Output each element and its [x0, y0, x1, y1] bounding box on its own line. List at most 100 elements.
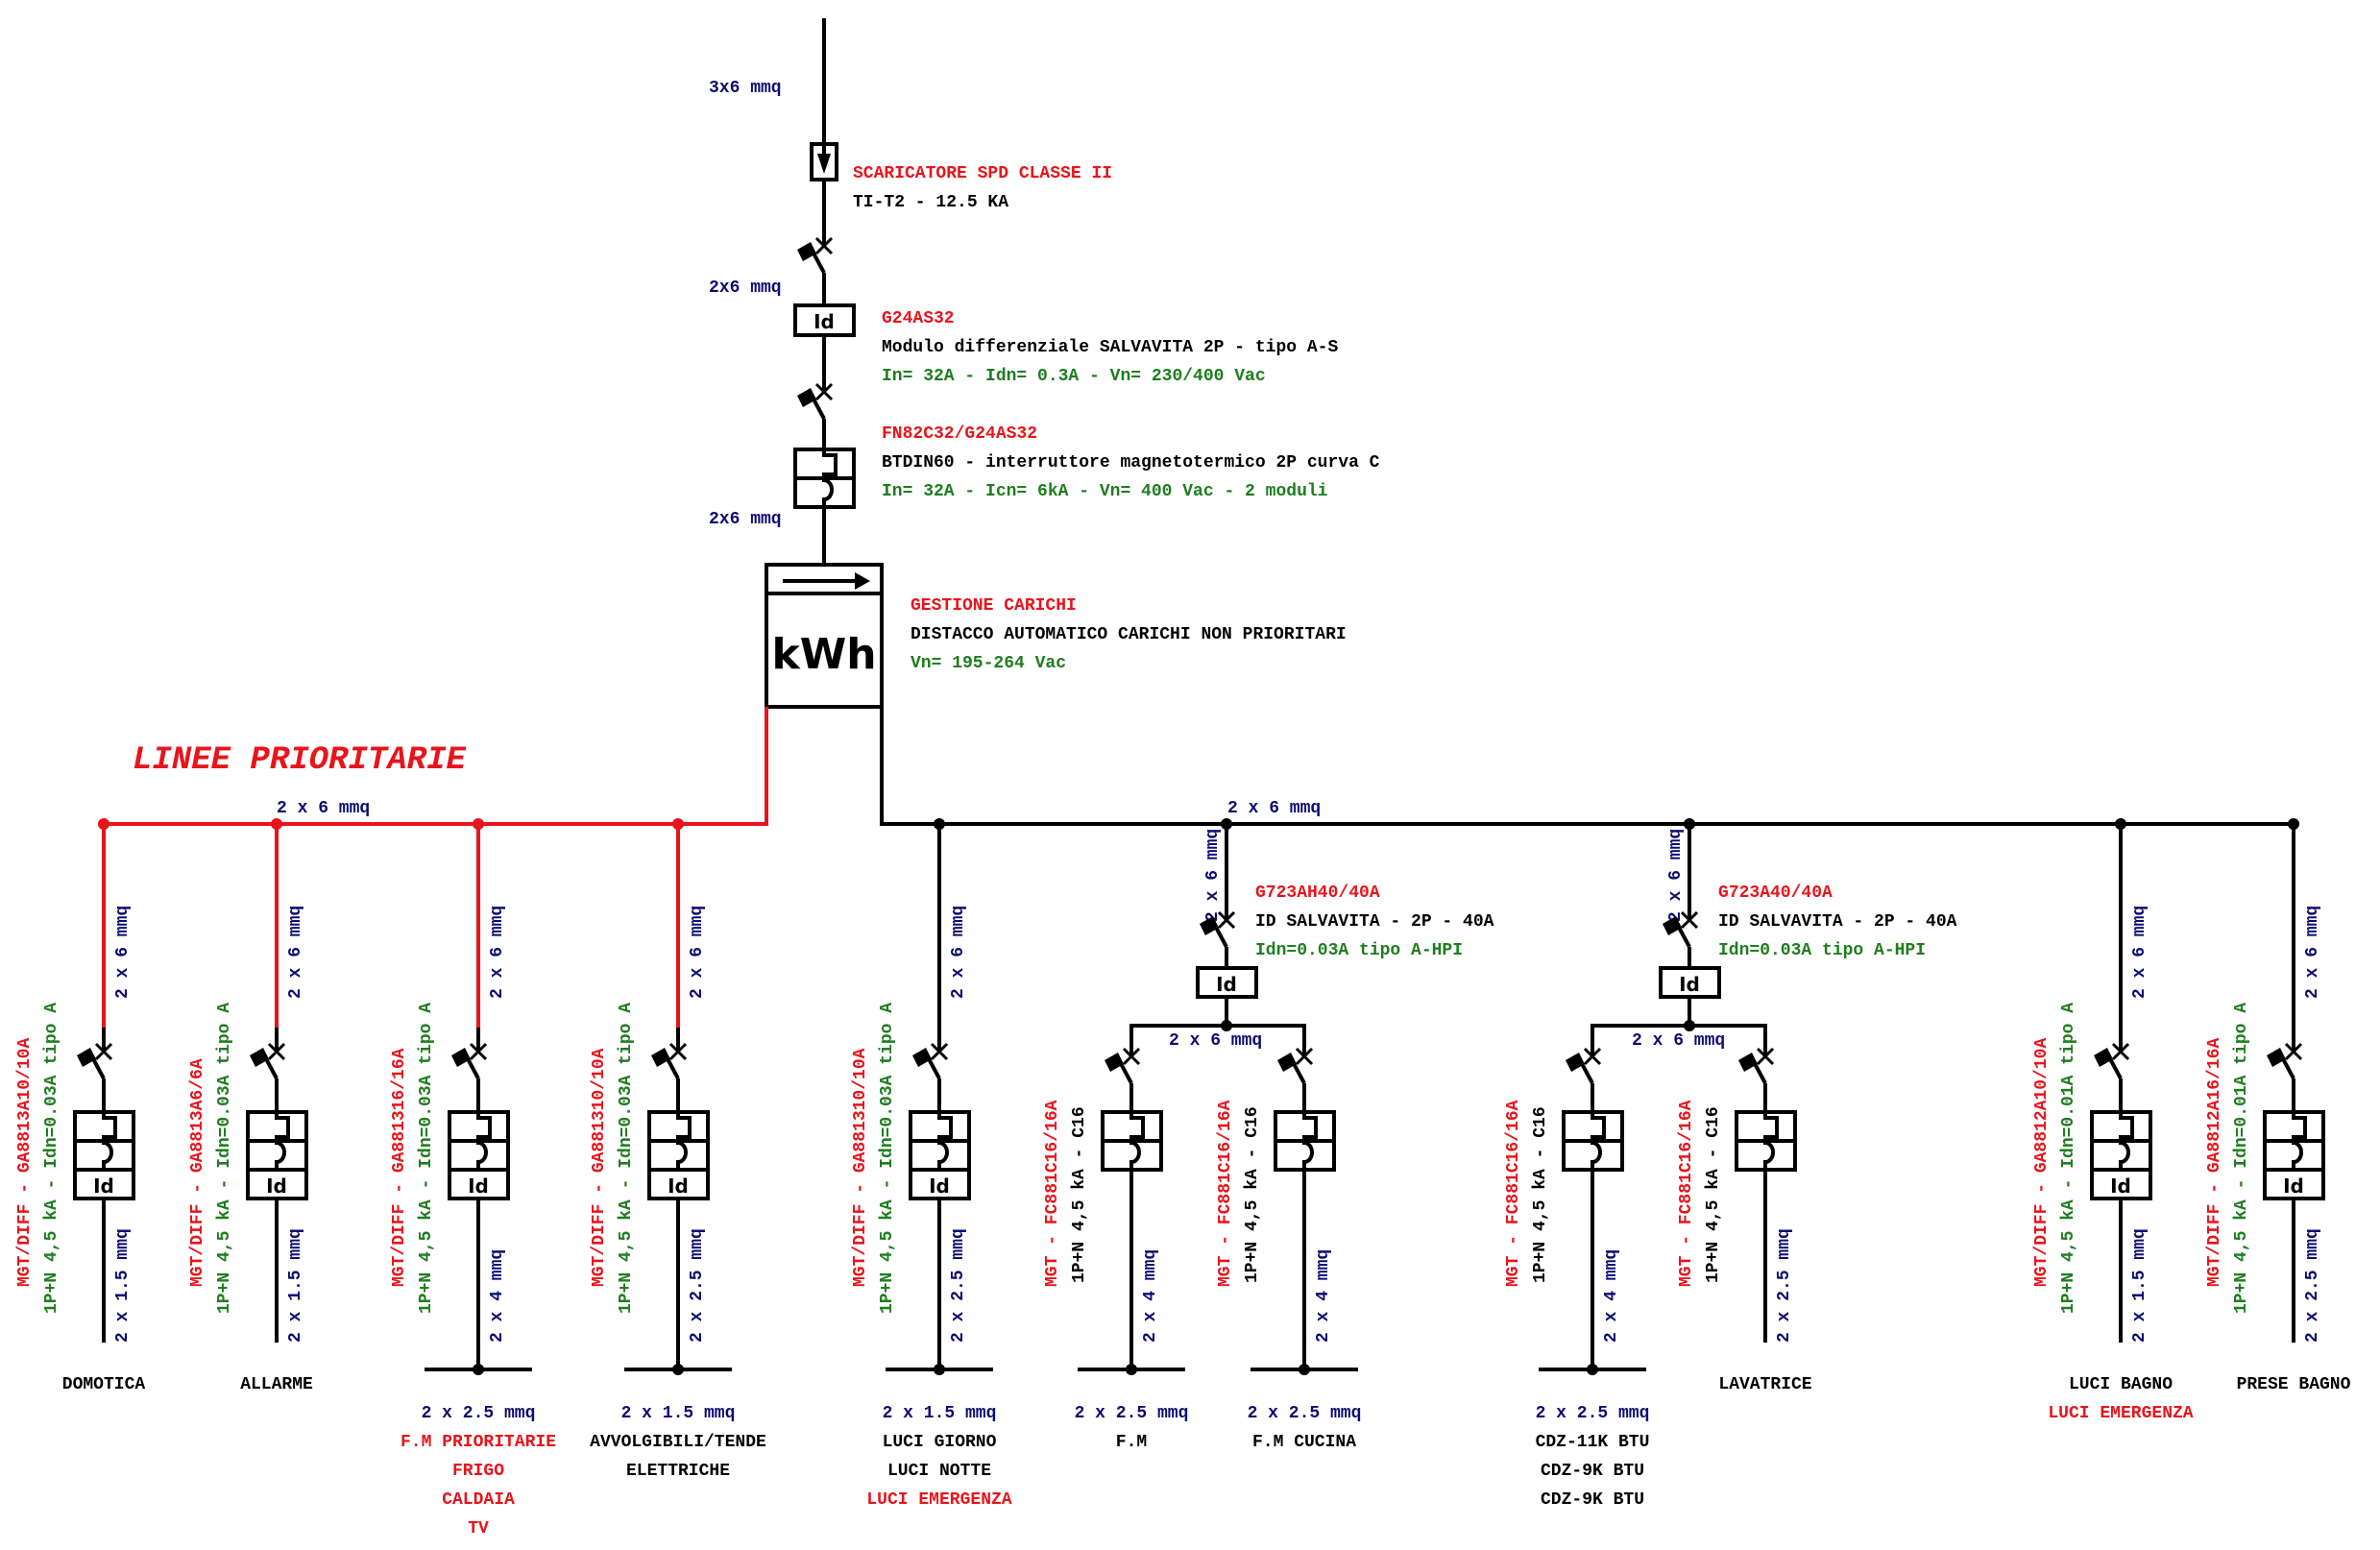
cable-label-vertical: 2 x 1.5 mmq: [2130, 1228, 2149, 1343]
breaker-switch-icon: [2094, 1042, 2130, 1079]
spd-code: SCARICATORE SPD CLASSE II: [853, 164, 1112, 183]
x-mark: [469, 1042, 488, 1061]
load-label: AVVOLGIBILI/TENDE: [590, 1433, 766, 1452]
rcbo-module: Id: [909, 1110, 971, 1200]
breaker-switch-icon: [1663, 910, 1699, 948]
cable-label-vertical: 2 x 6 mmq: [2130, 906, 2149, 999]
load-label: PRESE BAGNO: [2237, 1375, 2351, 1394]
main-mt-spec: In= 32A - Icn= 6kA - Vn= 400 Vac - 2 mod…: [882, 482, 1328, 501]
switch-handle: [250, 1048, 269, 1067]
switch-handle: [451, 1048, 471, 1067]
salvavita-code: G723A40/40A: [1718, 884, 1833, 903]
circuit-code: MGT - FC881C16/16A: [1216, 1100, 1235, 1287]
x-mark: [1217, 910, 1236, 930]
breaker-switch-icon: [797, 382, 834, 420]
cable-label-vertical: 2 x 6 mmq: [113, 906, 133, 999]
breaker-switch-icon: [451, 1042, 488, 1079]
switch-handle: [1200, 916, 1219, 935]
mcb-module: [1562, 1110, 1624, 1172]
x-mark: [1295, 1047, 1314, 1066]
load-label: TV: [468, 1519, 489, 1538]
switch-handle: [1663, 916, 1682, 935]
id-symbol: Id: [1216, 973, 1237, 996]
id-symbol: Id: [929, 1175, 950, 1198]
module-box: [2090, 1110, 2152, 1200]
module-box: [2263, 1110, 2325, 1200]
load-label: CALDAIA: [442, 1490, 515, 1510]
end-cable-label: 2 x 2.5 mmq: [1075, 1404, 1189, 1423]
circuit-spec: 1P+N 4,5 kA - Idn=0.03A tipo A: [215, 1003, 234, 1314]
cable-label-vertical: 2 x 4 mmq: [1602, 1249, 1621, 1343]
id-symbol: Id: [2110, 1175, 2131, 1198]
main-mt-code: FN82C32/G24AS32: [882, 424, 1037, 444]
salvavita-code: G723AH40/40A: [1255, 884, 1380, 903]
x-mark: [2111, 1042, 2130, 1061]
breaker-switch-icon: [912, 1042, 949, 1079]
mcb-module: [1274, 1110, 1336, 1172]
load-label: LUCI GIORNO: [883, 1433, 997, 1452]
end-cable-label: 2 x 2.5 mmq: [422, 1404, 536, 1423]
main-diff-desc: Modulo differenziale SALVAVITA 2P - tipo…: [882, 338, 1338, 357]
cable-label-vertical: 2 x 6 mmq: [688, 906, 707, 999]
rcbo-module: Id: [2090, 1110, 2152, 1200]
priority-bus-cable-label: 2 x 6 mmq: [277, 799, 370, 818]
circuit-code: MGT/DIFF - GA881316/16A: [390, 1048, 409, 1287]
circuit-code: MGT/DIFF - GA8813A10/10A: [15, 1038, 35, 1287]
x-mark: [1122, 1047, 1141, 1066]
x-mark: [1583, 1047, 1602, 1066]
load-mgmt-desc: DISTACCO AUTOMATICO CARICHI NON PRIORITA…: [911, 625, 1347, 644]
load-label: F.M: [1116, 1433, 1147, 1452]
load-mgmt-code: GESTIONE CARICHI: [911, 596, 1077, 616]
x-mark: [94, 1042, 113, 1061]
breaker-switch-icon: [250, 1042, 286, 1079]
load-label: CDZ-11K BTU: [1536, 1433, 1650, 1452]
junction-dot: [1126, 1364, 1137, 1375]
id-symbol: Id: [668, 1175, 689, 1198]
circuit-spec: 1P+N 4,5 kA - C16: [1243, 1106, 1262, 1283]
switch-handle: [2267, 1048, 2286, 1067]
main-supply: 3x6 mmq SCARICATORE SPD CLASSE II TI-T2 …: [104, 18, 2294, 826]
thermal-magnetic-icon: [1591, 1112, 1606, 1170]
load-label: LAVATRICE: [1718, 1375, 1811, 1394]
circuit-spec: 1P+N 4,5 kA - Idn=0.01A tipo A: [2232, 1003, 2251, 1314]
load-label: F.M CUCINA: [1252, 1433, 1356, 1452]
circuit-code: MGT - FC881C16/16A: [1677, 1100, 1696, 1287]
x-mark: [668, 1042, 688, 1061]
load-label: LUCI EMERGENZA: [2048, 1404, 2193, 1423]
thermal-magnetic-icon: [1302, 1112, 1318, 1170]
sub-bus-cable-label: 2 x 6 mmq: [1632, 1031, 1725, 1051]
mcb-module: [1735, 1110, 1797, 1172]
non-priority-bus-cable-label: 2 x 6 mmq: [1227, 799, 1321, 818]
sub-bus-cable-label: 2 x 6 mmq: [1169, 1031, 1262, 1051]
load-label: CDZ-9K BTU: [1541, 1462, 1644, 1481]
circuit-code: MGT/DIFF - GA8812A16/16A: [2205, 1038, 2224, 1287]
junction-dot: [1587, 1364, 1598, 1375]
circuit-code: MGT/DIFF - GA8813A6/6A: [188, 1058, 207, 1287]
non-priority-bus: [880, 707, 2294, 826]
x-mark: [930, 1042, 949, 1061]
salvavita-spec: Idn=0.03A tipo A-HPI: [1718, 941, 1926, 960]
thermal-magnetic-icon: [275, 1112, 290, 1170]
spd-symbol: [810, 142, 838, 182]
thermal-magnetic-icon: [937, 1112, 953, 1170]
cable-label-vertical: 2 x 2.5 mmq: [2303, 1228, 2322, 1343]
sub-bus: [1591, 1024, 1767, 1056]
salvavita-desc: ID SALVAVITA - 2P - 40A: [1718, 912, 1957, 932]
thermal-magnetic-icon: [2119, 1112, 2134, 1170]
spd-desc: TI-T2 - 12.5 KA: [853, 193, 1008, 212]
cable-label-vertical: 2 x 6 mmq: [488, 906, 507, 999]
load-label: LUCI BAGNO: [2069, 1375, 2173, 1394]
load-mgmt-spec: Vn= 195-264 Vac: [911, 654, 1066, 673]
circuit-spec: 1P+N 4,5 kA - C16: [1070, 1106, 1089, 1283]
main-diff-module: [793, 303, 856, 337]
switch-handle: [1738, 1053, 1758, 1072]
rcbo-module: Id: [73, 1110, 135, 1200]
load-label: LUCI EMERGENZA: [866, 1490, 1011, 1510]
